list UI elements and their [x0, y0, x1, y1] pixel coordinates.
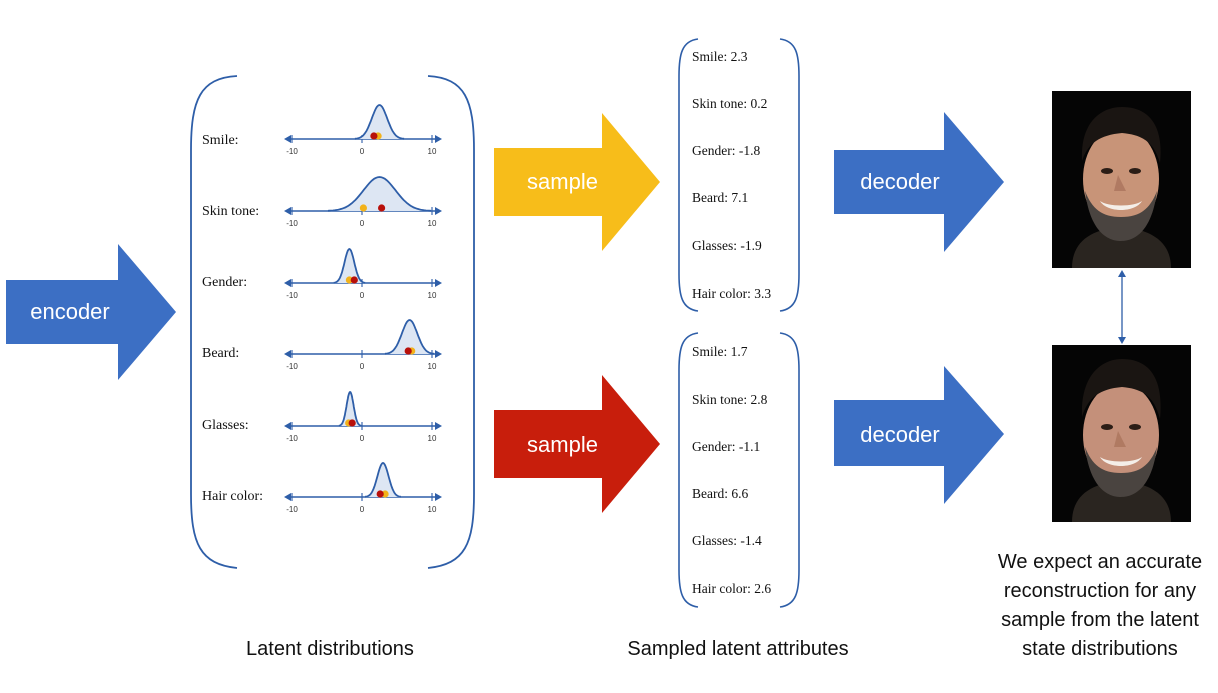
decoder-top-label: decoder: [860, 169, 940, 194]
distribution-curve-beard: [384, 319, 435, 355]
tick-label-gender: 10: [428, 291, 437, 300]
distribution-curve-glasses: [338, 390, 362, 427]
axis-arrow-left-glasses: [284, 422, 291, 430]
decoder-bottom-label: decoder: [860, 422, 940, 447]
sampled-top-skin-tone: Skin tone: 0.2: [692, 96, 768, 111]
distribution-curve-hair-color: [364, 462, 402, 498]
comparison-double-arrow: [1118, 270, 1126, 344]
sample-arrow-top: [494, 113, 660, 251]
tick-label-smile: 0: [360, 147, 365, 156]
tick-label-skin-tone: 10: [428, 219, 437, 228]
sampled-bottom-hair-color: Hair color: 2.6: [692, 581, 772, 596]
sampled-bracket-bottom: [678, 332, 800, 608]
axis-arrow-right-glasses: [435, 422, 442, 430]
output-caption: We expect an accurate reconstruction for…: [997, 551, 1203, 660]
tick-label-beard: -10: [286, 362, 298, 371]
axis-arrow-right-beard: [435, 350, 442, 358]
axis-arrow-left-beard: [284, 350, 291, 358]
sample-dot-bottom-glasses: [348, 419, 356, 427]
tick-label-smile: -10: [286, 147, 298, 156]
reconstructed-face-image-top: [1052, 91, 1191, 268]
sampled-top-smile: Smile: 2.3: [692, 49, 748, 64]
sampled-bottom-smile: Smile: 1.7: [692, 344, 748, 359]
latent-bracket: [190, 75, 475, 569]
encoder-arrow: [6, 244, 176, 380]
latent-caption: Latent distributions: [246, 638, 414, 660]
axis-arrow-right-smile: [435, 135, 442, 143]
sampled-top-glasses: Glasses: -1.9: [692, 238, 762, 253]
axis-arrow-left-hair-color: [284, 493, 291, 501]
distribution-curve-gender: [333, 248, 366, 284]
distribution-curve-smile: [354, 104, 405, 140]
sampled-top-hair-color: Hair color: 3.3: [692, 286, 772, 301]
tick-label-glasses: 0: [360, 434, 365, 443]
axis-arrow-right-skin-tone: [435, 207, 442, 215]
latent-label-skin-tone: Skin tone:: [202, 204, 260, 219]
encoder-label: encoder: [30, 299, 110, 324]
latent-label-gender: Gender:: [202, 275, 248, 290]
tick-label-gender: 0: [360, 291, 365, 300]
tick-label-beard: 10: [428, 362, 437, 371]
axis-arrow-right-hair-color: [435, 493, 442, 501]
sampled-bottom-beard: Beard: 6.6: [692, 486, 749, 501]
tick-label-skin-tone: -10: [286, 219, 298, 228]
tick-label-beard: 0: [360, 362, 365, 371]
tick-label-glasses: -10: [286, 434, 298, 443]
sample-arrow-bottom: [494, 375, 660, 513]
reconstructed-face-image-bottom: [1052, 345, 1191, 522]
decoder-arrow-bottom: [834, 366, 1004, 504]
sample-dot-top-skin-tone: [359, 204, 367, 212]
axis-arrow-left-gender: [284, 279, 291, 287]
axis-arrow-left-smile: [284, 135, 291, 143]
tick-label-glasses: 10: [428, 434, 437, 443]
tick-label-hair-color: 0: [360, 505, 365, 514]
sample-dot-bottom-hair-color: [376, 490, 384, 498]
sample-dot-bottom-gender: [350, 276, 358, 284]
tick-label-smile: 10: [428, 147, 437, 156]
sample-bottom-label: sample: [527, 432, 598, 457]
sample-dot-bottom-beard: [404, 347, 412, 355]
sampled-bracket-top: [678, 38, 800, 312]
latent-label-smile: Smile:: [202, 133, 239, 148]
sample-dot-bottom-smile: [370, 132, 378, 140]
distribution-curve-skin-tone: [327, 176, 432, 212]
sampled-bottom-glasses: Glasses: -1.4: [692, 533, 762, 548]
tick-label-skin-tone: 0: [360, 219, 365, 228]
tick-label-gender: -10: [286, 291, 298, 300]
latent-label-beard: Beard:: [202, 346, 240, 361]
sampled-bottom-skin-tone: Skin tone: 2.8: [692, 392, 768, 407]
tick-label-hair-color: 10: [428, 505, 437, 514]
latent-label-hair-color: Hair color:: [202, 489, 264, 504]
sampled-bottom-gender: Gender: -1.1: [692, 439, 761, 454]
sampled-top-beard: Beard: 7.1: [692, 190, 749, 205]
sampled-top-gender: Gender: -1.8: [692, 143, 761, 158]
decoder-arrow-top: [834, 112, 1004, 252]
axis-arrow-left-skin-tone: [284, 207, 291, 215]
sample-dot-bottom-skin-tone: [378, 204, 386, 212]
sample-top-label: sample: [527, 169, 598, 194]
sampled-caption: Sampled latent attributes: [627, 638, 849, 660]
axis-arrow-right-gender: [435, 279, 442, 287]
latent-label-glasses: Glasses:: [202, 418, 249, 433]
tick-label-hair-color: -10: [286, 505, 298, 514]
